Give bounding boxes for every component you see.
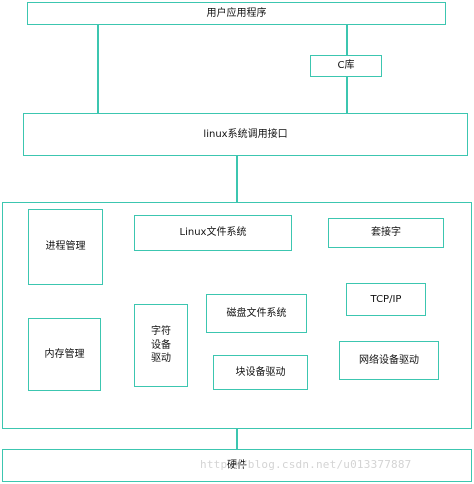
process-management-box: 进程管理 — [28, 209, 103, 285]
line-kernel-to-hardware — [236, 428, 238, 450]
network-device-driver-box: 网络设备驱动 — [339, 341, 439, 380]
line-clib-to-syscall — [346, 76, 348, 114]
user-application-label: 用户应用程序 — [206, 7, 267, 19]
c-library-label: C库 — [337, 60, 355, 72]
line-app-to-syscall-left — [97, 24, 99, 114]
tcpip-label: TCP/IP — [370, 293, 402, 305]
block-device-driver-box: 块设备驱动 — [213, 355, 308, 390]
char-device-driver-box: 字符 设备 驱动 — [134, 304, 188, 387]
linux-filesystem-box: Linux文件系统 — [134, 215, 292, 251]
user-application-box: 用户应用程序 — [27, 2, 446, 25]
c-library-box: C库 — [310, 55, 382, 77]
watermark-text: http://blog.csdn.net/u013377887 — [200, 458, 412, 471]
syscall-interface-box: linux系统调用接口 — [23, 113, 468, 156]
memory-management-label: 内存管理 — [44, 348, 85, 360]
hardware-label: 硬件 — [227, 459, 247, 471]
linux-filesystem-label: Linux文件系统 — [179, 227, 247, 239]
disk-filesystem-label: 磁盘文件系统 — [226, 307, 287, 319]
memory-management-box: 内存管理 — [28, 318, 101, 391]
char-device-driver-label: 字符 设备 驱动 — [151, 325, 171, 366]
socket-box: 套接字 — [328, 218, 444, 248]
line-syscall-to-kernel — [236, 155, 238, 202]
network-device-driver-label: 网络设备驱动 — [359, 354, 419, 366]
tcpip-box: TCP/IP — [346, 283, 426, 316]
line-app-to-clib — [346, 24, 348, 56]
disk-filesystem-box: 磁盘文件系统 — [206, 294, 307, 333]
char-driver-line-3: 驱动 — [151, 353, 171, 365]
hardware-box: 硬件 — [2, 449, 472, 482]
char-driver-line-1: 字符 — [151, 326, 171, 338]
socket-label: 套接字 — [371, 227, 401, 239]
block-device-driver-label: 块设备驱动 — [235, 366, 286, 378]
process-management-label: 进程管理 — [45, 241, 86, 253]
char-driver-line-2: 设备 — [151, 339, 171, 351]
syscall-interface-label: linux系统调用接口 — [203, 128, 288, 140]
